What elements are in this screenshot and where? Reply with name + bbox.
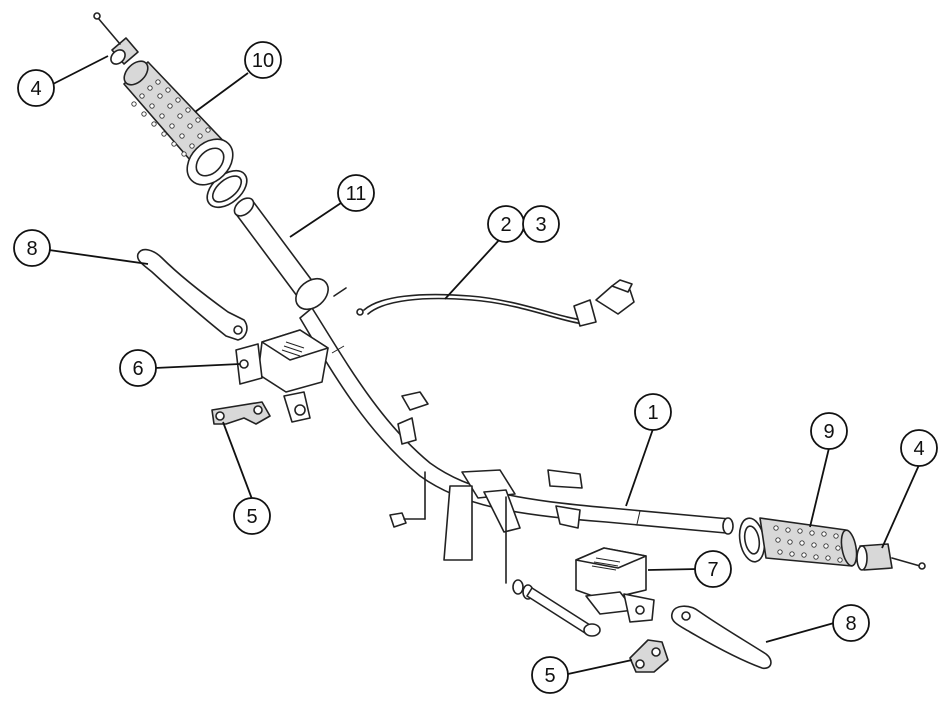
right-bar-end: [856, 543, 926, 571]
callout-label: 4: [913, 438, 924, 460]
callout-label: 4: [30, 78, 41, 100]
throttle-tube: [233, 197, 347, 311]
callout-label: 2: [500, 214, 511, 236]
left-clamp: [211, 401, 271, 425]
callout-label: 9: [823, 421, 834, 443]
callout-label: 8: [845, 613, 856, 635]
callout-3: 3: [522, 205, 560, 243]
throttle-cable: [356, 279, 635, 327]
callout-label: 10: [252, 50, 274, 72]
callout-label: 5: [246, 506, 257, 528]
left-grip: [123, 60, 234, 186]
callout-label: 3: [535, 214, 546, 236]
callout-8-right: 8: [832, 604, 870, 642]
callout-9: 9: [810, 412, 848, 450]
left-lever: [136, 248, 248, 341]
callout-label: 11: [346, 183, 367, 205]
callout-5-right: 5: [531, 656, 569, 694]
callout-label: 7: [707, 559, 718, 581]
callout-10: 10: [244, 41, 282, 79]
callout-label: 1: [647, 402, 658, 424]
left-bar-end: [93, 12, 139, 65]
callout-4-left: 4: [17, 69, 55, 107]
callout-label: 8: [26, 238, 37, 260]
callout-1: 1: [634, 393, 672, 431]
callout-label: 5: [544, 665, 555, 687]
callout-4-right: 4: [900, 429, 938, 467]
callout-8-left: 8: [13, 229, 51, 267]
right-lever: [670, 605, 772, 670]
right-master-cylinder: [575, 547, 655, 623]
callout-5-left: 5: [233, 497, 271, 535]
leader-lines: [48, 55, 920, 675]
callout-2: 2: [487, 205, 525, 243]
callout-11: 11: [337, 174, 375, 212]
handlebar: [299, 307, 734, 637]
callout-7: 7: [694, 550, 732, 588]
left-master-cylinder: [235, 329, 329, 423]
callout-label: 6: [132, 358, 143, 380]
callout-6: 6: [119, 349, 157, 387]
right-grip: [738, 517, 858, 567]
right-clamp: [629, 639, 669, 673]
